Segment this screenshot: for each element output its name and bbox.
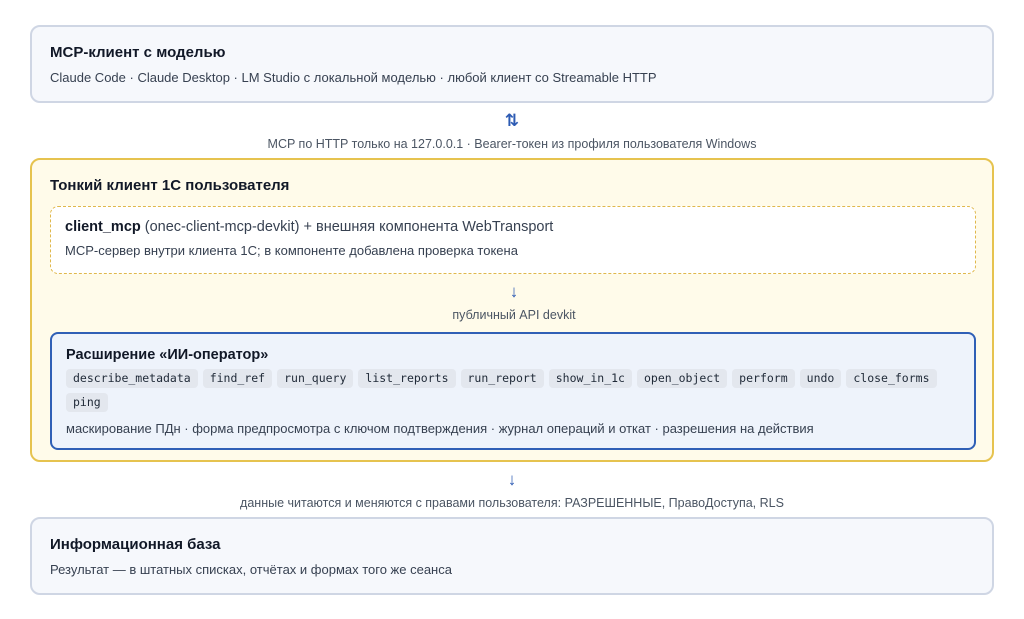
infobase-subtitle: Результат — в штатных списках, отчётах и… xyxy=(50,562,452,577)
client-mcp-box: client_mcp (onec-client-mcp-devkit) + вн… xyxy=(50,206,976,274)
down-arrow-icon: ↓ xyxy=(509,282,519,301)
infobase-box: Информационная база Результат — в штатны… xyxy=(30,517,994,595)
client-mcp-name-rest: (onec-client-mcp-devkit) + внешняя компо… xyxy=(140,219,554,235)
connector-label-http: MCP по HTTP только на 127.0.0.1 · Bearer… xyxy=(267,137,757,151)
mcp-client-subtitle: Claude Code · Claude Desktop · LM Studio… xyxy=(50,70,657,85)
tool-chip: run_query xyxy=(277,369,354,388)
client-mcp-subtitle: MCP-сервер внутри клиента 1С; в компонен… xyxy=(65,243,518,258)
extension-subtitle: маскирование ПДн · форма предпросмотра с… xyxy=(66,421,814,436)
connector-thin-to-infobase: ↓ данные читаются и меняются с правами п… xyxy=(0,471,1024,511)
tool-chip: perform xyxy=(732,369,795,388)
tool-chip: describe_metadata xyxy=(66,369,198,388)
thin-client-box: Тонкий клиент 1С пользователя client_mcp… xyxy=(30,158,994,462)
bidirectional-arrow-icon: ⇅ xyxy=(504,111,520,130)
connector-mcp-to-extension: ↓ публичный API devkit xyxy=(2,283,1024,323)
thin-client-title: Тонкий клиент 1С пользователя xyxy=(50,177,290,194)
down-arrow-icon: ↓ xyxy=(507,470,517,489)
infobase-title: Информационная база xyxy=(50,536,221,553)
extension-title: Расширение «ИИ-оператор» xyxy=(66,347,269,363)
extension-box: Расширение «ИИ-оператор» describe_metada… xyxy=(50,332,976,450)
client-mcp-name: client_mcp xyxy=(65,219,141,235)
tool-chip: list_reports xyxy=(358,369,456,388)
client-mcp-heading: client_mcp (onec-client-mcp-devkit) + вн… xyxy=(65,219,961,235)
tool-chip: find_ref xyxy=(202,369,273,388)
tool-chip: undo xyxy=(799,369,842,388)
mcp-client-title: MCP-клиент с моделью xyxy=(50,44,226,61)
connector-label-rights: данные читаются и меняются с правами пол… xyxy=(240,496,784,510)
connector-client-to-thin: ⇅ MCP по HTTP только на 127.0.0.1 · Bear… xyxy=(0,112,1024,152)
tool-chip: show_in_1c xyxy=(548,369,632,388)
tool-chip: run_report xyxy=(460,369,544,388)
tool-chip: open_object xyxy=(637,369,728,388)
tool-chip: close_forms xyxy=(846,369,937,388)
tool-chip: ping xyxy=(66,393,108,412)
mcp-client-box: MCP-клиент с моделью Claude Code · Claud… xyxy=(30,25,994,103)
connector-label-api: публичный API devkit xyxy=(452,308,576,322)
